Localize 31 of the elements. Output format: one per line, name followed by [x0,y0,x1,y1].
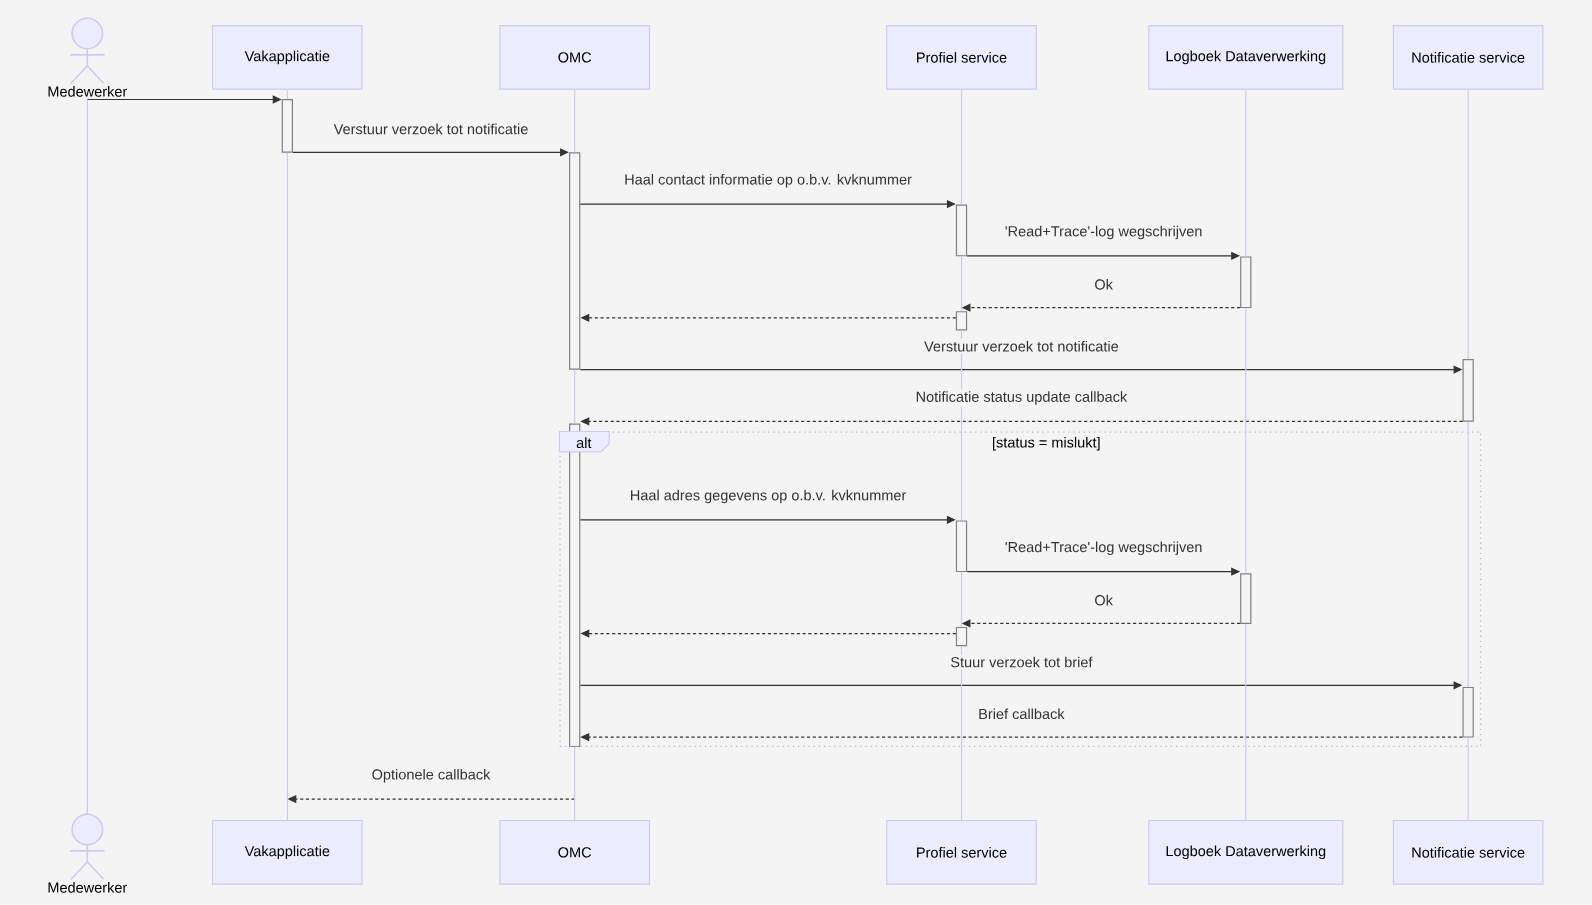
node-label: Medewerker [48,86,128,97]
activation-bar [569,152,581,370]
edge-label: Verstuur verzoek tot notificatie [922,339,1121,354]
edge-label: Notificatie status update callback [913,389,1130,407]
participant-box: OMC [499,25,651,90]
participant-box: Logboek Dataverwerking [1148,820,1344,885]
activation-bar [1240,573,1252,625]
activation-bar [955,520,968,573]
participant-box: Profiel service [886,820,1037,885]
activation-bar [955,311,968,331]
participant-box: Profiel service [886,25,1037,90]
activation-bar [1462,359,1474,422]
participant-box: Vakapplicatie [211,25,363,90]
participant-box: OMC [499,820,651,885]
node-label: Medewerker [48,882,128,893]
edge-label: Optionele callback [369,767,493,785]
activation-bar [955,204,968,257]
edge-label: Ok [1092,277,1115,292]
actor: Medewerker [48,17,128,97]
participant-box: Logboek Dataverwerking [1148,25,1344,90]
edge-label: Haal contact informatie op o.b.v. kvknummer [622,172,914,190]
edge-label: Brief callback [976,706,1067,722]
activation-bar [281,99,293,153]
activation-bar [955,627,968,647]
message-arrow [292,148,569,157]
participant-box: Vakapplicatie [211,820,363,885]
actor: Medewerker [48,813,128,893]
activation-bar [1240,256,1252,309]
activation-bar [1462,687,1474,738]
participant-box: Notificatie service [1392,25,1544,90]
participant-box: Notificatie service [1392,820,1544,885]
